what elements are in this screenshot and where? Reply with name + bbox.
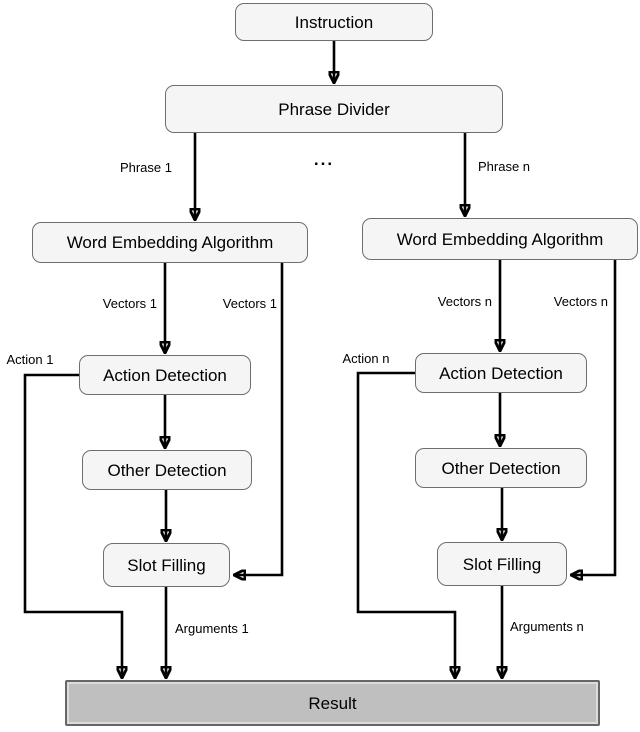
node-action-detection-right: Action Detection: [415, 353, 587, 393]
node-word-embedding-right: Word Embedding Algorithm: [362, 218, 638, 260]
edge-label-vectors-n-left: Vectors n: [437, 294, 492, 309]
arrow-action1-to-result: [23, 373, 122, 677]
edge-label-arguments-n: Arguments n: [510, 619, 584, 634]
edge-label-action-1: Action 1: [6, 352, 54, 367]
edge-label-action-n: Action n: [342, 351, 390, 366]
node-result: Result: [65, 680, 600, 726]
node-slot-filling-right: Slot Filling: [437, 542, 567, 586]
edge-label-vectors-n-right: Vectors n: [553, 294, 608, 309]
arrow-vectors1-to-slot-left: [235, 263, 284, 575]
node-word-embedding-left: Word Embedding Algorithm: [32, 222, 308, 263]
node-phrase-divider: Phrase Divider: [165, 85, 503, 133]
arrow-actionn-to-result: [356, 371, 455, 677]
edge-label-vectors-1-right: Vectors 1: [222, 296, 277, 311]
node-slot-filling-left: Slot Filling: [103, 543, 230, 587]
node-action-detection-left: Action Detection: [79, 355, 251, 395]
arrow-vectorsn-to-slot-right: [572, 260, 617, 575]
edge-label-vectors-1-left: Vectors 1: [102, 296, 157, 311]
node-other-detection-right: Other Detection: [415, 448, 587, 488]
node-instruction: Instruction: [235, 3, 433, 41]
branch-ellipsis: ...: [313, 150, 335, 169]
edge-label-arguments-1: Arguments 1: [175, 621, 249, 636]
node-other-detection-left: Other Detection: [82, 450, 252, 490]
edge-label-phrase-1: Phrase 1: [119, 160, 172, 175]
edge-label-phrase-n: Phrase n: [478, 159, 531, 174]
